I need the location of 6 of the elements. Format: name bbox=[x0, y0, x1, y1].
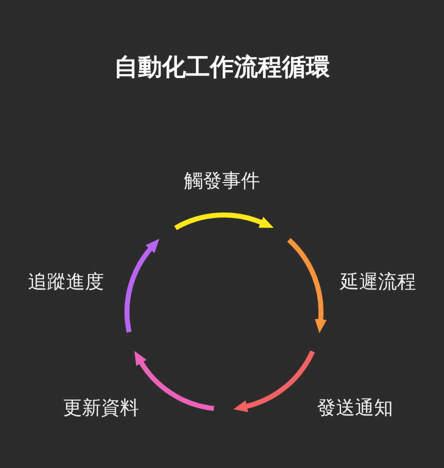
step-label: 發送通知 bbox=[317, 396, 393, 420]
title: 自動化工作流程循環 bbox=[113, 52, 331, 82]
step-label: 更新資料 bbox=[63, 396, 139, 420]
step-label: 觸發事件 bbox=[184, 169, 260, 193]
step-label: 延遲流程 bbox=[340, 270, 416, 294]
step-label: 追蹤進度 bbox=[28, 270, 104, 294]
